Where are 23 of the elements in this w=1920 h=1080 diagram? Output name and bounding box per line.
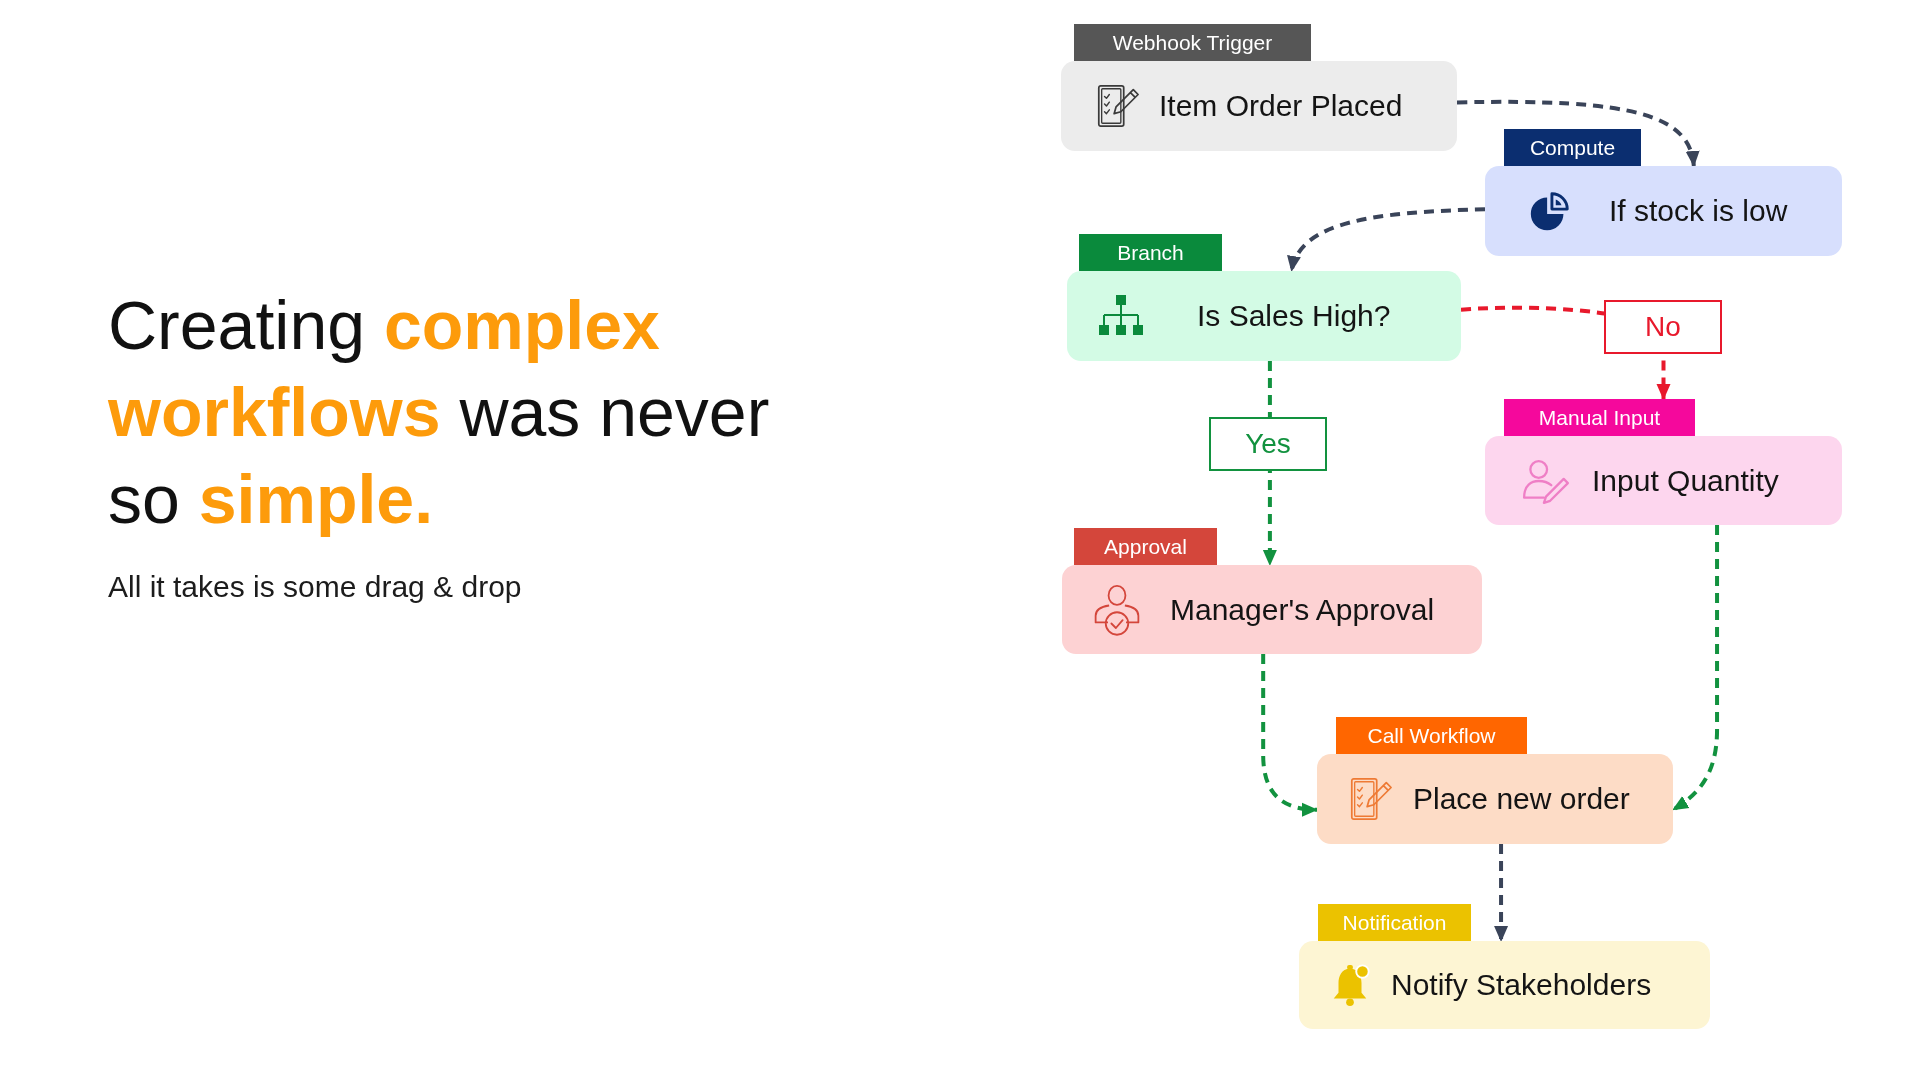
step-type-label: Branch bbox=[1079, 234, 1222, 271]
dashed-connector bbox=[1289, 207, 1486, 272]
step-type-label: Manual Input bbox=[1504, 399, 1695, 436]
step-title: Manager's Approval bbox=[1170, 591, 1435, 628]
step-title: Is Sales High? bbox=[1197, 298, 1391, 334]
step-type-label: Notification bbox=[1318, 904, 1471, 941]
step-type-label: Webhook Trigger bbox=[1074, 24, 1311, 61]
step-title: If stock is low bbox=[1609, 193, 1788, 229]
subheadline: All it takes is some drag & drop bbox=[108, 569, 522, 605]
step-type-label: Compute bbox=[1504, 129, 1641, 166]
dashed-connector bbox=[1671, 525, 1720, 812]
dashed-connector bbox=[1456, 99, 1699, 167]
step-title: Item Order Placed bbox=[1159, 88, 1403, 124]
step-title: Place new order bbox=[1413, 781, 1630, 817]
edge-label: Yes bbox=[1209, 417, 1327, 471]
step-title: Input Quantity bbox=[1592, 462, 1779, 499]
step-title: Notify Stakeholders bbox=[1391, 967, 1652, 1003]
dashed-connector bbox=[1494, 844, 1509, 942]
dashed-connector bbox=[1261, 654, 1318, 817]
step-type-label: Approval bbox=[1074, 528, 1217, 565]
edge-label: No bbox=[1604, 300, 1722, 354]
headline: Creating complex workflows was never so simple. bbox=[108, 286, 771, 539]
step-type-label: Call Workflow bbox=[1336, 717, 1527, 754]
